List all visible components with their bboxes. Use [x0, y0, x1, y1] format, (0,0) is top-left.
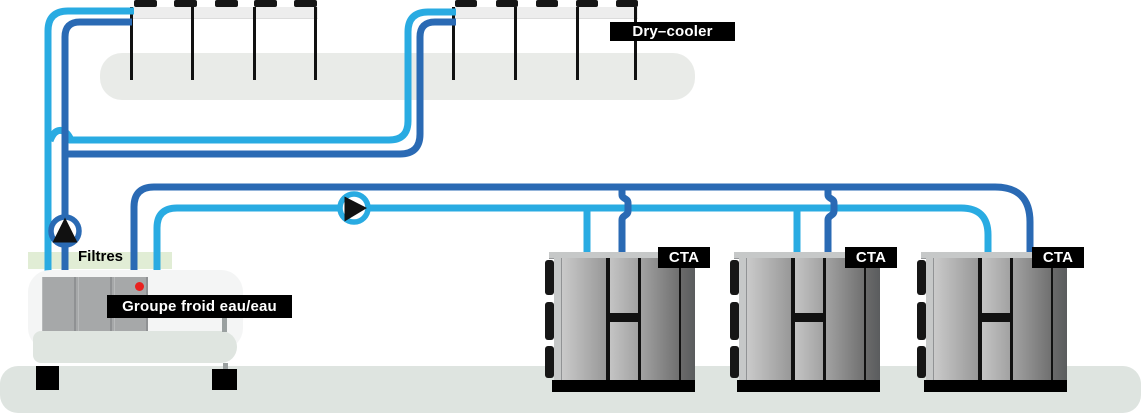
coil-tube [576, 7, 579, 80]
dry-cooler-label: Dry–cooler [610, 22, 735, 41]
louver-icon [730, 302, 739, 340]
fan-cap-icon [536, 0, 558, 7]
cta-panel [641, 258, 681, 380]
cta-cabinet [926, 258, 1067, 380]
coil-tube [253, 7, 256, 80]
cta-panel [926, 258, 934, 380]
compressor-section [42, 277, 76, 331]
chiller-leg-pin [223, 363, 228, 372]
cta-unit-1 [545, 252, 695, 392]
cta-panel [795, 258, 823, 313]
coil-tube [191, 7, 194, 80]
dry-cooler-plenum [100, 53, 695, 100]
cta-panel [982, 258, 1010, 313]
coil-tube [634, 7, 637, 80]
cta-panel [739, 258, 747, 380]
cta-base [924, 380, 1067, 392]
cta-cabinet [739, 258, 880, 380]
fan-cap-icon [455, 0, 477, 7]
fan-cap-icon [215, 0, 238, 7]
chiller-heat-exchanger-shell [33, 331, 237, 363]
warm-pipes [61, 18, 1034, 271]
cta-unit-2 [730, 252, 880, 392]
cta-label-1: CTA [658, 247, 710, 268]
louver-icon [917, 260, 926, 295]
fan-cap-icon [254, 0, 277, 7]
filters-label: Filtres [78, 248, 124, 265]
chiller-foot [36, 366, 59, 390]
cta-side-panel [1053, 258, 1067, 380]
pump-primary-icon [48, 214, 82, 248]
pipe-cold-drycooler1 [44, 7, 134, 271]
fan-cap-icon [174, 0, 197, 7]
cta-cabinet [554, 258, 695, 380]
cta-panel [1013, 258, 1053, 380]
coil-tube [130, 7, 133, 80]
coil-tube [514, 7, 517, 80]
cta-door-column [795, 258, 826, 380]
cta-panel [562, 258, 610, 380]
cta-panel [826, 258, 866, 380]
cta-side-panel [866, 258, 880, 380]
pipe-cold-drycooler2 [46, 8, 456, 144]
cta-base [552, 380, 695, 392]
fan-cap-icon [616, 0, 638, 7]
coil-tube [314, 7, 317, 80]
pipe-cold-distribution [153, 204, 992, 271]
louver-icon [545, 346, 554, 378]
cta-panel [934, 258, 982, 380]
cta-door-column [610, 258, 641, 380]
louver-icon [917, 346, 926, 378]
dry-cooler-bank [453, 7, 638, 19]
pipe-warm-drop-cta1 [618, 187, 632, 256]
cta-panel [747, 258, 795, 380]
fan-cap-icon [496, 0, 518, 7]
cta-panel [554, 258, 562, 380]
cta-panel [610, 322, 638, 380]
cta-handle-bar [795, 313, 823, 322]
fan-cap-icon [134, 0, 157, 7]
cta-panel [795, 322, 823, 380]
pump-secondary-icon [337, 191, 371, 225]
chiller-leg-pin [222, 318, 227, 332]
louver-icon [917, 302, 926, 340]
louver-icon [545, 302, 554, 340]
pipe-warm-drop-cta2 [824, 187, 838, 256]
chiller-label: Groupe froid eau/eau [107, 295, 292, 318]
cta-handle-bar [610, 313, 638, 322]
fan-cap-icon [576, 0, 598, 7]
fan-cap-icon [294, 0, 317, 7]
cta-panel [982, 322, 1010, 380]
cold-pipes [44, 7, 992, 271]
louver-icon [545, 260, 554, 295]
pipe-warm-distribution [130, 183, 1034, 271]
cta-side-panel [681, 258, 695, 380]
louver-icon [730, 346, 739, 378]
chiller-foot [212, 369, 237, 390]
louver-icon [730, 260, 739, 295]
dry-cooler-bank [130, 7, 318, 19]
cta-unit-3 [917, 252, 1067, 392]
cta-door-column [982, 258, 1013, 380]
cta-handle-bar [982, 313, 1010, 322]
cta-label-3: CTA [1032, 247, 1084, 268]
cta-label-2: CTA [845, 247, 897, 268]
status-indicator-dot [135, 282, 144, 291]
pipe-warm-drycooler2 [65, 18, 456, 158]
cta-panel [610, 258, 638, 313]
pipe-warm-drycooler1 [61, 18, 132, 271]
cta-base [737, 380, 880, 392]
coil-tube [452, 7, 455, 80]
compressor-section [78, 277, 112, 331]
